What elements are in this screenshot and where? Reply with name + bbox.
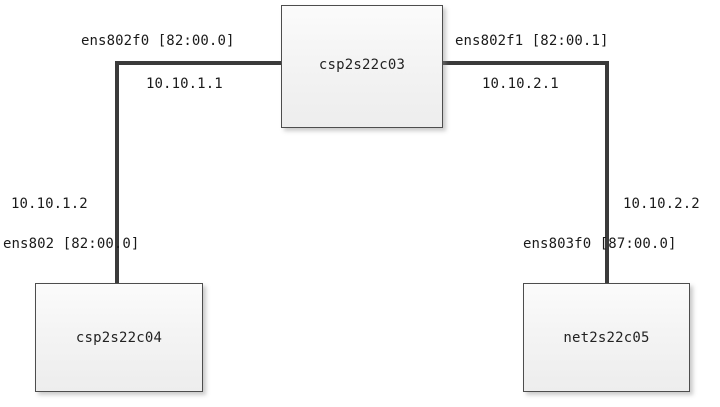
node-csp2s22c03-label: csp2s22c03 bbox=[318, 56, 406, 73]
node-csp2s22c04-label: csp2s22c04 bbox=[75, 329, 163, 346]
ip-label-net2s22c05-10-10-2-2: 10.10.2.2 bbox=[623, 196, 700, 212]
node-net2s22c05-label: net2s22c05 bbox=[563, 329, 650, 346]
node-net2s22c05[interactable]: net2s22c05 bbox=[523, 283, 690, 392]
node-csp2s22c03[interactable]: csp2s22c03 bbox=[281, 5, 443, 128]
interface-label-csp2s22c03-ens802f1: ens802f1 [82:00.1] bbox=[455, 33, 609, 49]
interface-label-net2s22c05-ens803f0: ens803f0 [87:00.0] bbox=[523, 236, 677, 252]
node-csp2s22c04[interactable]: csp2s22c04 bbox=[35, 283, 203, 392]
interface-label-csp2s22c04-ens802: ens802 [82:00.0] bbox=[3, 236, 140, 252]
link-csp2s22c03-csp2s22c04-horizontal-segment bbox=[115, 61, 282, 65]
link-csp2s22c03-net2s22c05-vertical-segment bbox=[605, 61, 609, 285]
ip-label-csp2s22c03-10-10-2-1: 10.10.2.1 bbox=[482, 76, 559, 92]
link-csp2s22c03-net2s22c05-horizontal-segment bbox=[443, 61, 609, 65]
ip-label-csp2s22c03-10-10-1-1: 10.10.1.1 bbox=[146, 76, 223, 92]
link-csp2s22c03-csp2s22c04-vertical-segment bbox=[115, 61, 119, 285]
ip-label-csp2s22c04-10-10-1-2: 10.10.1.2 bbox=[11, 196, 88, 212]
interface-label-csp2s22c03-ens802f0: ens802f0 [82:00.0] bbox=[81, 33, 235, 49]
